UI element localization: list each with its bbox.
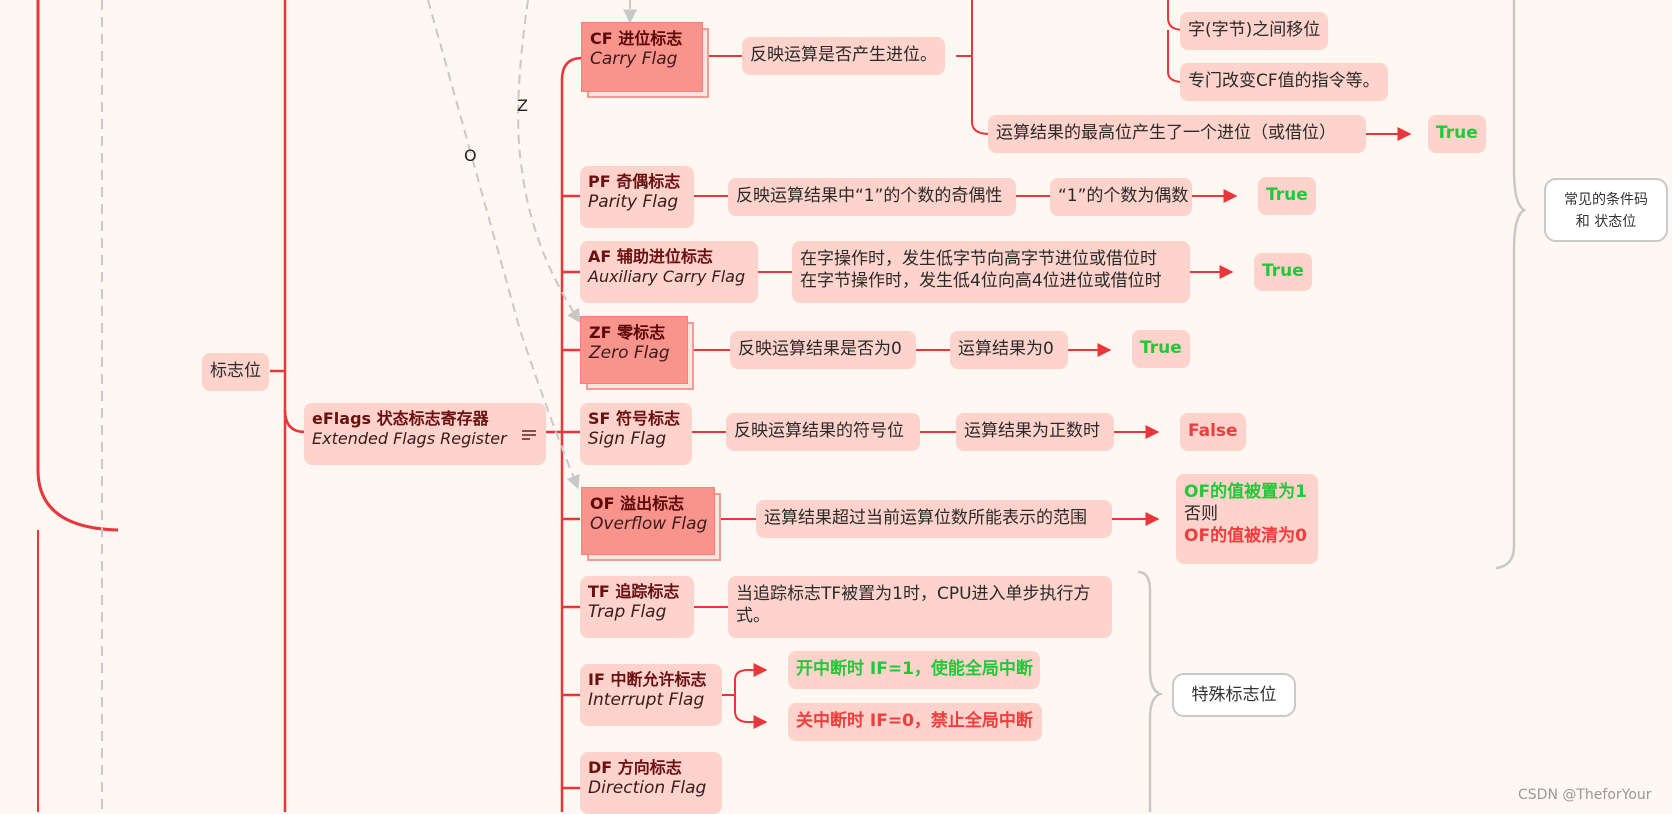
cf-condition[interactable]: 运算结果的最高位产生了一个进位（或借位） — [988, 115, 1366, 153]
sf-result-text: False — [1188, 421, 1238, 441]
cf-sub-shift[interactable]: 字(字节)之间移位 — [1180, 12, 1329, 50]
zf-condition-text: 运算结果为0 — [958, 339, 1054, 359]
root-node[interactable]: 标志位 — [202, 353, 269, 391]
af-description-line1: 在字操作时，发生低字节向高字节进位或借位时 — [800, 249, 1157, 269]
of-result-clear: OF的值被清为0 — [1184, 526, 1307, 546]
cf-sub-instructions[interactable]: 专门改变CF值的指令等。 — [1180, 63, 1388, 101]
common-flags-line1: 常见的条件码 — [1564, 192, 1648, 208]
zf-description[interactable]: 反映运算结果是否为0 — [730, 331, 916, 369]
zf-condition[interactable]: 运算结果为0 — [950, 331, 1068, 369]
pf-description-text: 反映运算结果中“1”的个数的奇偶性 — [736, 186, 1003, 206]
if-disabled-text: 关中断时 IF=0，禁止全局中断 — [796, 711, 1033, 731]
sf-description[interactable]: 反映运算结果的符号位 — [726, 413, 920, 451]
sf-condition[interactable]: 运算结果为正数时 — [956, 413, 1114, 451]
tf-flag-name: TF 追踪标志 — [588, 582, 680, 601]
zf-description-text: 反映运算结果是否为0 — [738, 339, 902, 359]
cf-flag-en: Carry Flag — [590, 49, 678, 69]
af-description-line2: 在字节操作时，发生低4位向高4位进位或借位时 — [800, 271, 1162, 291]
common-flags-group[interactable]: 常见的条件码 和 状态位 — [1544, 178, 1668, 242]
zf-flag-name: ZF 零标志 — [589, 323, 666, 342]
zf-result-text: True — [1140, 338, 1182, 358]
cf-flag-node[interactable]: CF 进位标志 Carry Flag — [581, 22, 703, 92]
zf-flag-node[interactable]: ZF 零标志 Zero Flag — [580, 316, 688, 384]
tf-description-line1: 当追踪标志TF被置为1时，CPU进入单步执行方 — [736, 584, 1091, 604]
if-flag-name: IF 中断允许标志 — [588, 670, 707, 689]
cf-description[interactable]: 反映运算是否产生进位。 — [742, 37, 945, 75]
register-name: eFlags 状态标志寄存器 — [312, 409, 489, 428]
of-description-text: 运算结果超过当前运算位数所能表示的范围 — [764, 508, 1087, 528]
of-flag-node[interactable]: OF 溢出标志 Overflow Flag — [581, 487, 715, 555]
special-flags-group[interactable]: 特殊标志位 — [1172, 673, 1296, 717]
af-result[interactable]: True — [1254, 253, 1312, 291]
menu-lines-icon[interactable] — [522, 430, 536, 440]
cf-description-text: 反映运算是否产生进位。 — [750, 45, 937, 65]
sf-result[interactable]: False — [1180, 413, 1246, 451]
of-result[interactable]: OF的值被置为1 否则 OF的值被清为0 — [1176, 474, 1318, 564]
af-flag-node[interactable]: AF 辅助进位标志 Auxiliary Carry Flag — [580, 241, 758, 303]
tf-flag-node[interactable]: TF 追踪标志 Trap Flag — [580, 576, 694, 638]
pf-description[interactable]: 反映运算结果中“1”的个数的奇偶性 — [728, 178, 1016, 216]
pf-flag-en: Parity Flag — [588, 192, 679, 212]
of-flag-name: OF 溢出标志 — [590, 494, 685, 513]
df-flag-name: DF 方向标志 — [588, 758, 682, 777]
cf-condition-text: 运算结果的最高位产生了一个进位（或借位） — [996, 123, 1336, 143]
watermark: CSDN @TheforYour — [1518, 787, 1652, 803]
of-flag-en: Overflow Flag — [590, 514, 708, 534]
of-result-set: OF的值被置为1 — [1184, 482, 1307, 502]
relation-label-o: O — [464, 146, 477, 165]
if-flag-en: Interrupt Flag — [588, 690, 705, 710]
of-result-else: 否则 — [1184, 504, 1218, 524]
if-disabled[interactable]: 关中断时 IF=0，禁止全局中断 — [788, 703, 1042, 741]
sf-condition-text: 运算结果为正数时 — [964, 421, 1100, 441]
root-label: 标志位 — [210, 361, 261, 381]
cf-result-text: True — [1436, 123, 1478, 143]
zf-result[interactable]: True — [1132, 330, 1190, 368]
zf-flag-en: Zero Flag — [589, 343, 670, 363]
sf-flag-name: SF 符号标志 — [588, 409, 681, 428]
special-flags-label: 特殊标志位 — [1191, 685, 1277, 705]
relation-label-z: Z — [517, 96, 528, 115]
af-flag-en: Auxiliary Carry Flag — [588, 267, 746, 286]
cf-sub-instructions-text: 专门改变CF值的指令等。 — [1188, 71, 1380, 91]
if-enabled-text: 开中断时 IF=1，使能全局中断 — [796, 659, 1033, 679]
pf-flag-node[interactable]: PF 奇偶标志 Parity Flag — [580, 166, 694, 228]
cf-result[interactable]: True — [1428, 115, 1486, 153]
tf-description-line2: 式。 — [736, 606, 770, 626]
df-flag-node[interactable]: DF 方向标志 Direction Flag — [580, 752, 722, 814]
of-description[interactable]: 运算结果超过当前运算位数所能表示的范围 — [756, 500, 1112, 538]
if-flag-node[interactable]: IF 中断允许标志 Interrupt Flag — [580, 664, 722, 726]
register-node[interactable]: eFlags 状态标志寄存器 Extended Flags Register — [304, 403, 546, 465]
sf-flag-en: Sign Flag — [588, 429, 667, 449]
tf-description[interactable]: 当追踪标志TF被置为1时，CPU进入单步执行方 式。 — [728, 576, 1112, 638]
pf-result-text: True — [1266, 185, 1308, 205]
pf-flag-name: PF 奇偶标志 — [588, 172, 681, 191]
register-full-name: Extended Flags Register — [312, 429, 507, 448]
if-enabled[interactable]: 开中断时 IF=1，使能全局中断 — [788, 651, 1040, 689]
df-flag-en: Direction Flag — [588, 778, 707, 798]
sf-description-text: 反映运算结果的符号位 — [734, 421, 904, 441]
af-result-text: True — [1262, 261, 1304, 281]
af-description[interactable]: 在字操作时，发生低字节向高字节进位或借位时 在字节操作时，发生低4位向高4位进位… — [792, 241, 1190, 303]
cf-sub-shift-text: 字(字节)之间移位 — [1188, 20, 1321, 40]
cf-flag-name: CF 进位标志 — [590, 29, 683, 48]
sf-flag-node[interactable]: SF 符号标志 Sign Flag — [580, 403, 692, 465]
pf-condition[interactable]: “1”的个数为偶数 — [1050, 178, 1192, 216]
af-flag-name: AF 辅助进位标志 — [588, 247, 713, 266]
pf-result[interactable]: True — [1258, 177, 1316, 215]
pf-condition-text: “1”的个数为偶数 — [1058, 186, 1189, 206]
common-flags-line2: 和 状态位 — [1575, 214, 1637, 230]
tf-flag-en: Trap Flag — [588, 602, 667, 622]
